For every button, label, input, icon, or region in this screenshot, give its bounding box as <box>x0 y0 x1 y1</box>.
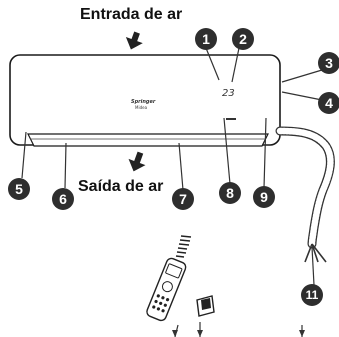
callout-7: 7 <box>172 188 194 210</box>
callout-1: 1 <box>195 28 217 50</box>
refrigerant-hose <box>275 126 335 263</box>
callout-4: 4 <box>318 92 339 114</box>
remote-control <box>146 235 192 322</box>
callout-3: 3 <box>318 52 339 74</box>
callout-11: 11 <box>301 284 323 306</box>
callout-6: 6 <box>52 188 74 210</box>
air-outlet-arrow <box>128 151 146 172</box>
indicator-led <box>226 118 236 120</box>
callout-9: 9 <box>253 186 275 208</box>
ac-indoor-unit <box>9 54 281 147</box>
air-intake-label: Entrada de ar <box>80 6 183 23</box>
sub-brand-logo: Midea <box>135 105 148 110</box>
callout-8: 8 <box>219 182 241 204</box>
callout-5: 5 <box>8 178 30 200</box>
brand-logo: Springer <box>131 99 156 105</box>
remote-holder <box>196 295 215 317</box>
callout-2: 2 <box>232 28 254 50</box>
bottom-pointers <box>172 330 305 337</box>
temperature-display: 23 <box>222 88 235 99</box>
air-outlet-label: Saída de ar <box>78 178 164 195</box>
air-intake-arrow <box>125 31 143 50</box>
